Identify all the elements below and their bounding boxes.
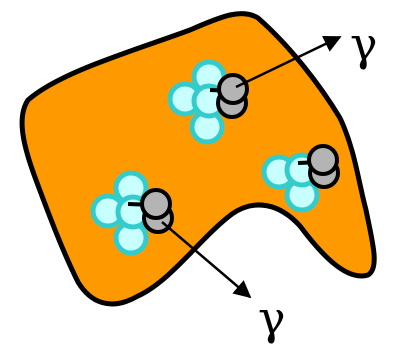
particle-front [309,146,337,174]
particle-pair-right [309,146,338,187]
particle-pair-top [218,75,247,117]
particle-front [219,75,247,103]
gamma-label-bottom: γ [258,291,286,345]
particle-front [142,190,170,218]
gamma-label-top: γ [350,17,378,71]
